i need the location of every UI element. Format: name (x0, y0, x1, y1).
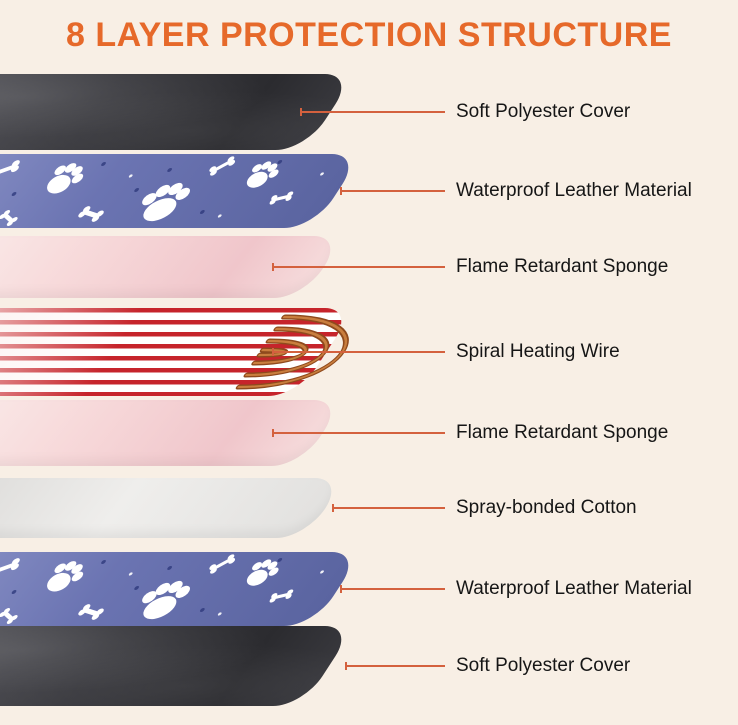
layer-row: Soft Polyester Cover (0, 74, 738, 150)
leader-line (345, 662, 445, 670)
layer-strip-cotton (0, 478, 345, 538)
layer-label: Soft Polyester Cover (456, 101, 631, 122)
layer-row: Waterproof Leather Material (0, 552, 738, 626)
layer-row: Flame Retardant Sponge (0, 236, 738, 298)
layer-label: Spiral Heating Wire (456, 341, 620, 362)
leader-line (272, 263, 445, 271)
layer-strip-leather (0, 552, 362, 626)
leader-line (340, 187, 445, 195)
paw-print-pattern (0, 553, 324, 625)
page-title: 8 LAYER PROTECTION STRUCTURE (66, 16, 672, 54)
paw-print-pattern (0, 155, 324, 227)
layer-row: Soft Polyester Cover (0, 626, 738, 706)
layer-label: Waterproof Leather Material (456, 578, 692, 599)
leader-line (340, 585, 445, 593)
layer-label: Spray-bonded Cotton (456, 497, 637, 518)
layer-strip-polyester (0, 626, 355, 706)
layer-label: Flame Retardant Sponge (456, 422, 669, 443)
layer-row: Flame Retardant Sponge (0, 400, 738, 466)
layer-row: Waterproof Leather Material (0, 154, 738, 228)
leader-line (332, 504, 445, 512)
layer-label: Flame Retardant Sponge (456, 256, 669, 277)
layer-label: Waterproof Leather Material (456, 180, 692, 201)
layer-row: Spiral Heating Wire (0, 308, 738, 396)
leader-line (272, 348, 445, 356)
leader-line (300, 108, 445, 116)
layer-strip-leather (0, 154, 362, 228)
layer-label: Soft Polyester Cover (456, 655, 631, 676)
layer-row: Spray-bonded Cotton (0, 478, 738, 538)
leader-line (272, 429, 445, 437)
